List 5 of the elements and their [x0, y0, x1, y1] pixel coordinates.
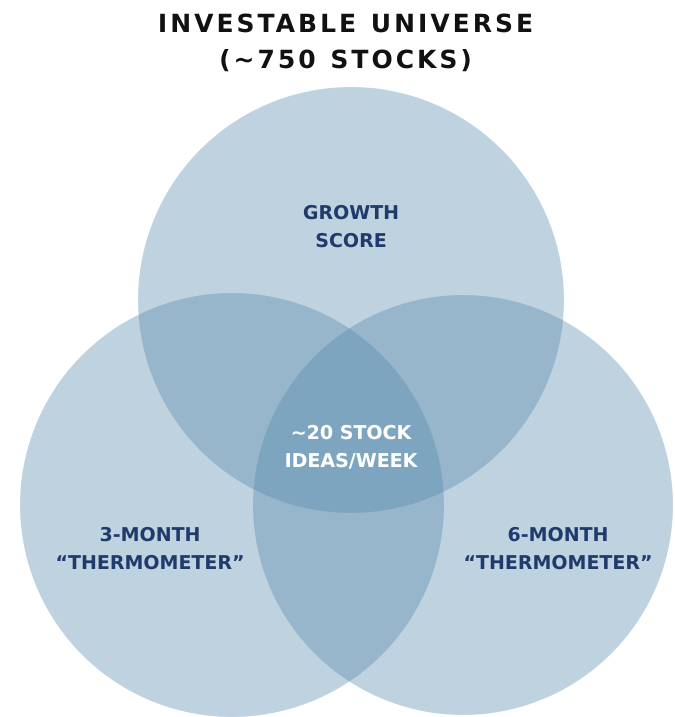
- region-label: 6-MONTH “THERMOMETER”: [462, 523, 654, 576]
- region-label: ~20 STOCK IDEAS/WEEK: [284, 421, 419, 474]
- region-label: GROWTH SCORE: [302, 201, 400, 254]
- diagram-title: INVESTABLE UNIVERSE (~750 STOCKS): [156, 8, 538, 76]
- region-label: 3-MONTH “THERMOMETER”: [54, 523, 246, 576]
